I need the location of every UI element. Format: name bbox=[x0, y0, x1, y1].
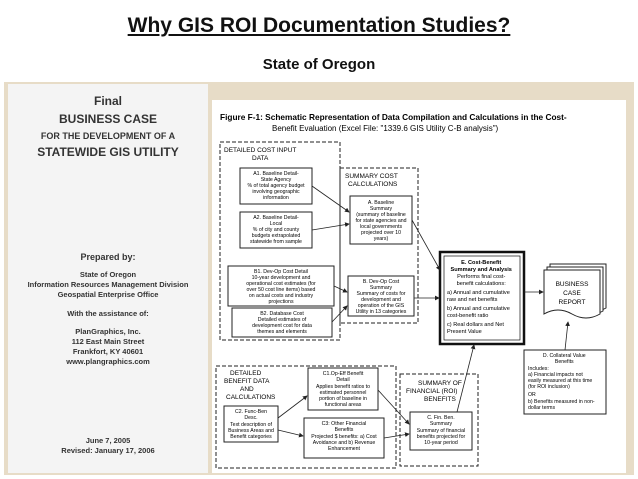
box-a1 bbox=[239, 167, 313, 205]
cover-date-revised: Revised: January 17, 2006 bbox=[61, 446, 155, 455]
cover-assist-line: 112 East Main Street bbox=[71, 337, 145, 346]
cover-date: June 7, 2005 bbox=[85, 436, 131, 445]
box-d-collateral bbox=[523, 349, 607, 415]
box-c-summary bbox=[409, 411, 473, 451]
box-a2 bbox=[239, 211, 313, 249]
figure-page: Figure F-1: Schematic Representation of … bbox=[212, 100, 626, 473]
report-icon bbox=[543, 269, 601, 319]
box-e-cost-benefit bbox=[438, 250, 526, 346]
slide-subtitle: State of Oregon bbox=[262, 56, 376, 73]
box-a1-text: A1. Baseline Detail-State Agency% of tot… bbox=[247, 171, 305, 201]
cover-assist-line: Frankfort, KY 40601 bbox=[72, 347, 144, 356]
box-a-summary bbox=[349, 195, 413, 245]
cover-assist-line: PlanGraphics, Inc. bbox=[75, 327, 141, 336]
slide-title: Why GIS ROI Documentation Studies? bbox=[127, 14, 511, 37]
box-c2 bbox=[223, 405, 279, 443]
box-c3 bbox=[303, 417, 385, 459]
box-b1 bbox=[227, 265, 335, 307]
box-a2-text: A2. Baseline Detail-Local% of city and c… bbox=[250, 215, 302, 245]
box-e-text: E. Cost-Benefit Summary and Analysis Per… bbox=[447, 260, 513, 335]
cover-business-case: BUSINESS CASE bbox=[58, 112, 158, 126]
cover-prep-line: Information Resources Management Divisio… bbox=[27, 280, 189, 289]
flow-diagram: Figure F-1: Schematic Representation of … bbox=[215, 112, 607, 469]
cover-assist-line: www.plangraphics.com bbox=[66, 357, 150, 366]
cover-prep-line: State of Oregon bbox=[79, 270, 137, 279]
figure-title: Figure F-1: Schematic Representation of … bbox=[220, 112, 567, 122]
cover-prep-line: Geospatial Enterprise Office bbox=[57, 290, 159, 299]
box-b-summary bbox=[347, 275, 415, 317]
flow-arrows bbox=[277, 185, 570, 439]
summary-cost-group bbox=[339, 167, 419, 324]
figure-title: Benefit Evaluation (Excel File: "1339.6 … bbox=[272, 124, 499, 133]
cover-statewide: STATEWIDE GIS UTILITY bbox=[37, 145, 179, 159]
box-b2 bbox=[231, 307, 333, 338]
box-c1 bbox=[307, 367, 379, 411]
summary-financial-group bbox=[399, 373, 479, 467]
detailed-benefit-group bbox=[215, 365, 397, 469]
cover-assist: With the assistance of: bbox=[67, 309, 149, 318]
cover-for-dev: FOR THE DEVELOPMENT OF A bbox=[40, 131, 176, 141]
box-d-text: D. Collateral Value Benefits Includes: a… bbox=[528, 353, 596, 411]
cover-prepared-by: Prepared by: bbox=[80, 252, 136, 262]
cover-final: Final bbox=[93, 94, 122, 108]
cover-page: Final BUSINESS CASE FOR THE DEVELOPMENT … bbox=[8, 84, 208, 473]
